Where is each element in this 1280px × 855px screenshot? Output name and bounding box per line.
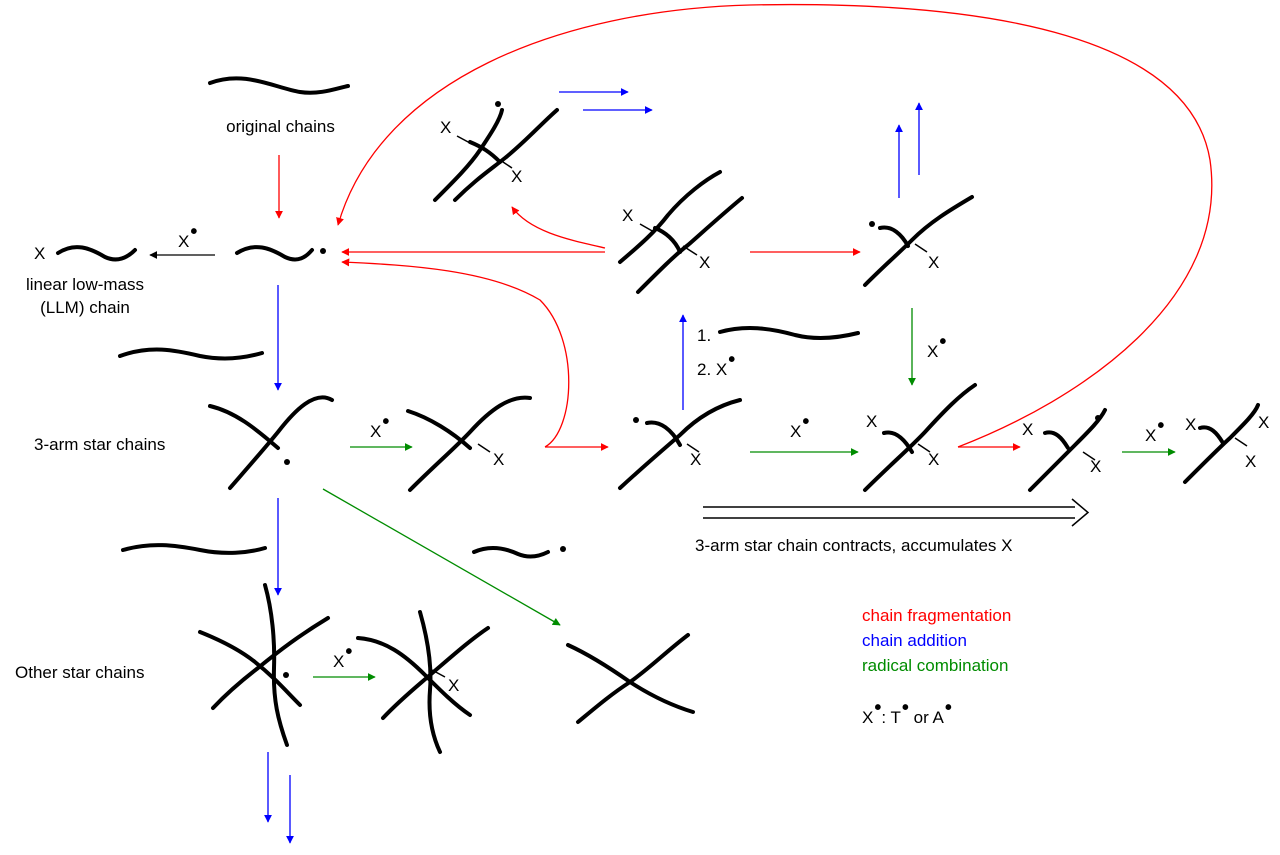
label-x-r2-b: X xyxy=(1258,413,1270,432)
label-original-chains: original chains xyxy=(226,117,335,136)
label-x-other: X xyxy=(448,676,460,695)
other-star-x-a xyxy=(356,636,472,717)
label-x-center-b: X xyxy=(699,253,711,272)
label-x-star3: X xyxy=(493,450,505,469)
legend-addition: chain addition xyxy=(862,631,967,650)
label-x-r2-c: X xyxy=(1245,452,1257,471)
top-frag-chain-b xyxy=(453,108,559,202)
label-step2: 2. X• xyxy=(697,349,736,379)
label-contracts: 3-arm star chain contracts, accumulates … xyxy=(695,536,1013,555)
label-x-top-b: X xyxy=(511,167,523,186)
right-radical-arm xyxy=(878,225,910,248)
star3-right-1 xyxy=(1028,408,1107,492)
small-radical-chain xyxy=(472,545,550,559)
label-x-star3-b: X xyxy=(690,450,702,469)
center-chain-a xyxy=(618,170,722,264)
other-star-x-b xyxy=(381,626,490,720)
other-star-x-c xyxy=(418,610,442,754)
label-x-top-a: X xyxy=(440,118,452,137)
star3-right-1-arm xyxy=(1043,430,1070,450)
star3-contracted-arm xyxy=(645,420,682,447)
combination-product-a xyxy=(566,643,695,714)
label-step1: 1. xyxy=(697,326,712,345)
label-other-star: Other star chains xyxy=(15,663,145,682)
label-x-r1-b: X xyxy=(1090,457,1102,476)
label-xrad-4: X• xyxy=(1145,415,1165,445)
added-chain-3 xyxy=(718,326,860,340)
label-xrad-2: X• xyxy=(370,411,390,441)
llm-chain xyxy=(56,245,137,262)
center-chain-cross xyxy=(653,226,682,254)
label-3arm-star: 3-arm star chains xyxy=(34,435,166,454)
combination-product-b xyxy=(576,633,690,724)
step2-text: 2. X xyxy=(697,360,728,379)
label-x-right: X xyxy=(928,253,940,272)
legend-x-definition: X•: T• or A• xyxy=(862,697,952,727)
label-x-star2x-b: X xyxy=(928,450,940,469)
legend-combination: radical combination xyxy=(862,656,1009,675)
star3-right-2-arm xyxy=(1198,425,1225,445)
label-x-r2-a: X xyxy=(1185,415,1197,434)
top-frag-cross xyxy=(468,140,502,164)
other-star-radical-b xyxy=(211,616,330,710)
star3-x-arm xyxy=(406,409,472,450)
right-radical-chain xyxy=(863,195,974,287)
label-xrad-5: X• xyxy=(927,331,947,361)
label-llm-line1: linear low-mass xyxy=(25,275,145,294)
star3-2x xyxy=(863,383,977,492)
other-star-radical-a xyxy=(198,630,302,707)
center-chain-b xyxy=(636,196,744,294)
other-star-radical-c xyxy=(263,583,289,747)
star3-2x-arm xyxy=(882,430,914,454)
star3-radical xyxy=(228,395,334,490)
added-chain-2 xyxy=(121,543,267,555)
star3-x xyxy=(408,395,532,492)
label-xrad-6: X• xyxy=(333,641,353,671)
star3-contracted xyxy=(618,398,742,490)
legend-fragmentation: chain fragmentation xyxy=(862,606,1012,625)
label-x-star2x-a: X xyxy=(866,412,878,431)
top-frag-chain-a xyxy=(433,108,504,202)
label-xrad-1: X• xyxy=(178,221,198,251)
label-llm-x: X xyxy=(34,244,46,263)
added-chain-1 xyxy=(118,347,264,361)
label-xrad-3: X• xyxy=(790,411,810,441)
label-x-r1-a: X xyxy=(1022,420,1034,439)
star3-radical-arm xyxy=(208,404,280,450)
llm-radical-chain xyxy=(235,245,314,262)
contracts-arrow xyxy=(703,498,1090,527)
star3-right-2 xyxy=(1183,403,1260,484)
label-llm-line2: (LLM) chain xyxy=(40,298,130,317)
original-chain xyxy=(208,76,350,95)
label-x-center-a: X xyxy=(622,206,634,225)
